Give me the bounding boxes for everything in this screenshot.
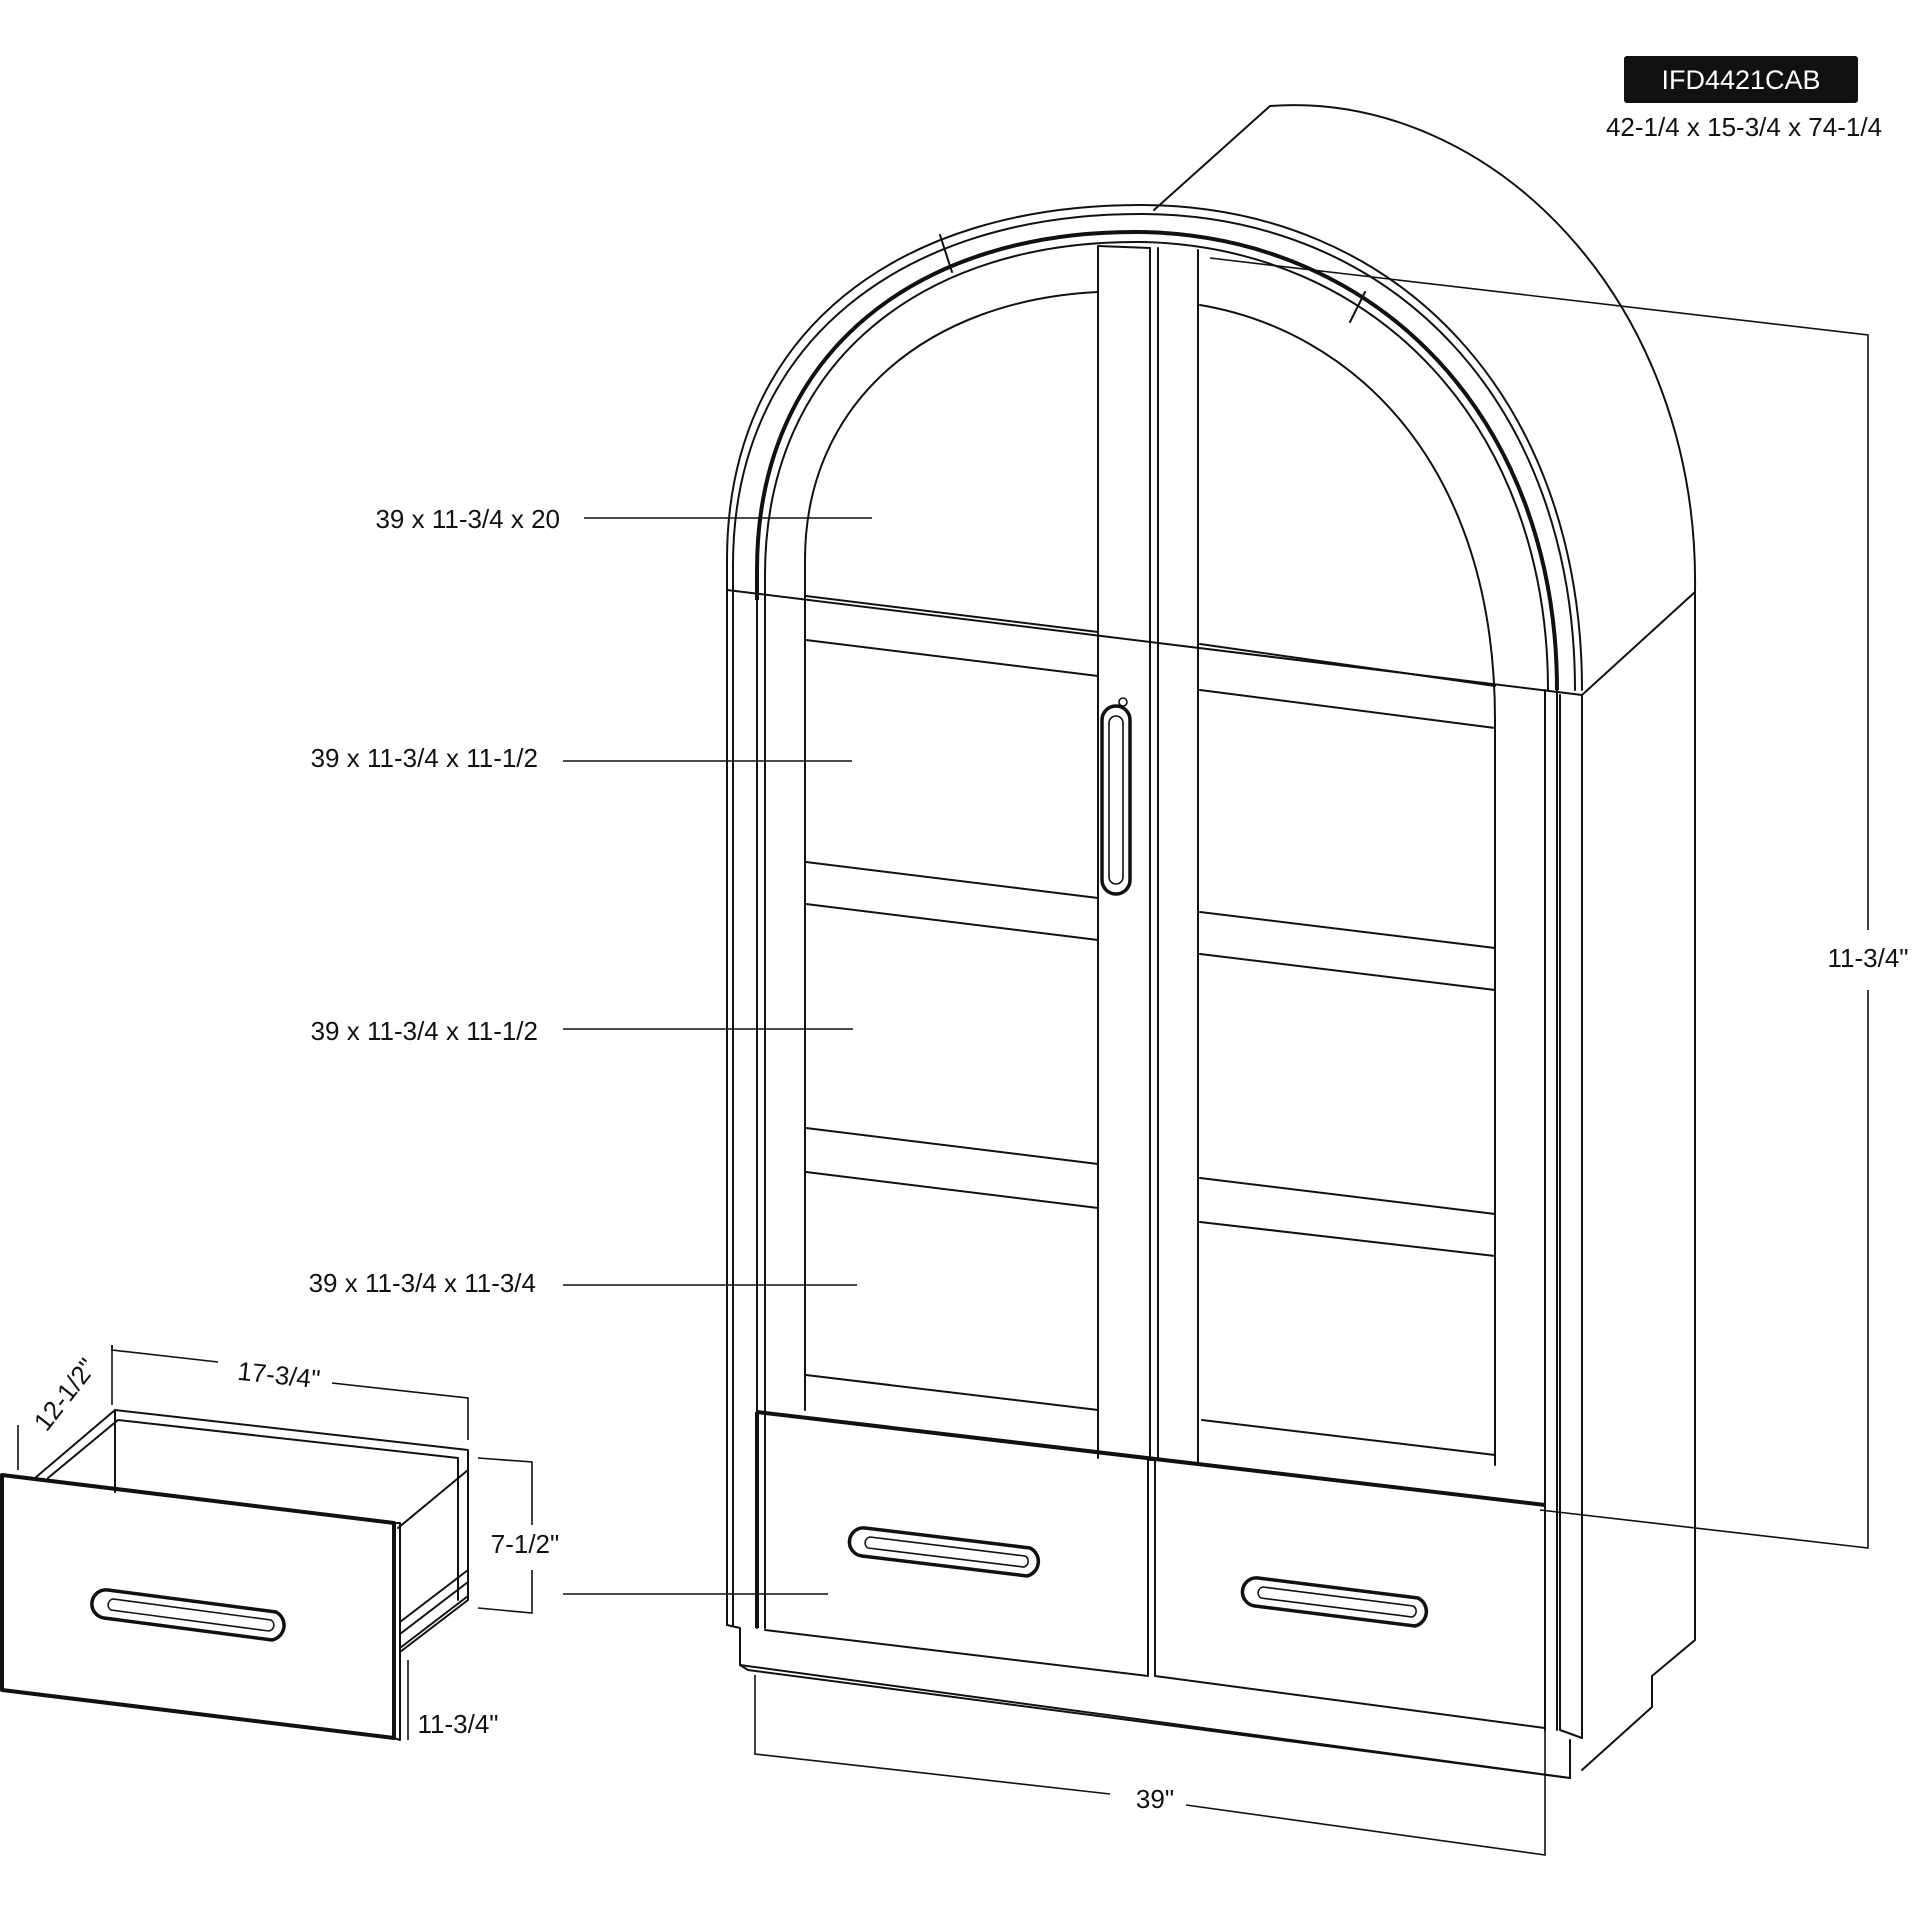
- compartment-label-3: 39 x 11-3/4 x 11-1/2: [311, 1016, 538, 1046]
- cabinet-width-dimension: 39": [754, 1675, 1546, 1856]
- drawer-depth-label: 12-1/2": [28, 1353, 103, 1437]
- drawer-handle-right-icon: [1240, 1576, 1429, 1628]
- overall-dimensions: 42-1/4 x 15-3/4 x 74-1/4: [1606, 112, 1882, 142]
- drawer-width-label: 17-3/4": [236, 1356, 322, 1395]
- cabinet-drawers: [755, 1410, 1546, 1729]
- compartment-labels: 39 x 11-3/4 x 20 39 x 11-3/4 x 11-1/2 39…: [309, 504, 872, 1595]
- model-badge: IFD4421CAB: [1624, 56, 1858, 103]
- model-number: IFD4421CAB: [1661, 65, 1820, 95]
- drawer-height-label: 7-1/2": [491, 1529, 560, 1559]
- cabinet-width-label: 39": [1136, 1784, 1174, 1814]
- compartment-label-4: 39 x 11-3/4 x 11-3/4: [309, 1268, 536, 1298]
- left-door-glass: [804, 291, 1099, 1411]
- drawer-detail-handle-icon: [90, 1588, 286, 1642]
- drawer-front-panel: [0, 1473, 396, 1740]
- cabinet-back-arch: [1153, 104, 1697, 593]
- drawer-handle-left-icon: [847, 1526, 1041, 1578]
- drawer-front-label: 11-3/4": [417, 1709, 498, 1739]
- cabinet-outer-arch: [726, 204, 1583, 691]
- door-center-stile: [1097, 245, 1199, 1466]
- right-door-glass: [1199, 304, 1496, 1466]
- cabinet-right-side: [1581, 591, 1696, 1771]
- compartment-label-2: 39 x 11-3/4 x 11-1/2: [311, 743, 538, 773]
- compartment-label-1: 39 x 11-3/4 x 20: [375, 504, 560, 534]
- door-handle-icon: [1100, 697, 1132, 896]
- cabinet: [726, 104, 1697, 1779]
- drawer-detail: 17-3/4" 12-1/2" 7-1/2" 11-3/4": [0, 1345, 560, 1741]
- cabinet-depth-dimension: 11-3/4": [1209, 257, 1909, 1549]
- shelves: [805, 595, 1496, 1456]
- cabinet-depth-label: 11-3/4": [1827, 943, 1908, 973]
